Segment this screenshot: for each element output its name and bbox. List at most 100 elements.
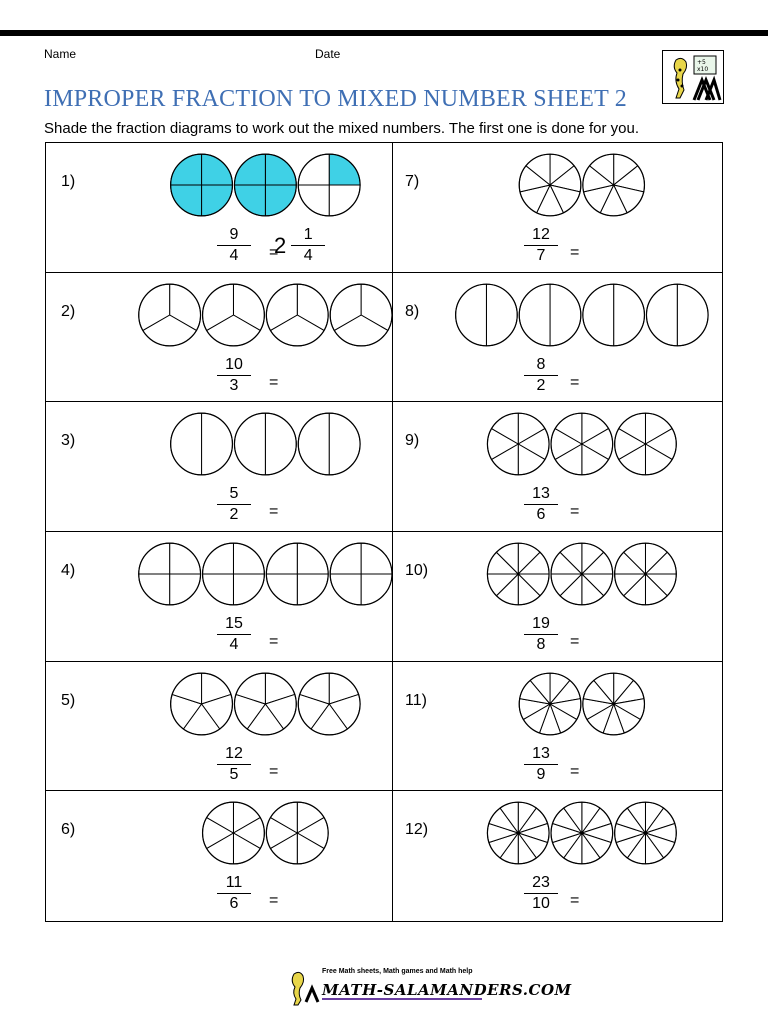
fraction-circle[interactable] [486,542,550,606]
improper-numerator: 13 [532,485,550,503]
fraction-circle[interactable] [455,283,518,347]
fraction-circle[interactable] [582,153,646,217]
fraction-circle[interactable] [486,412,550,476]
fraction-circle[interactable] [233,672,297,736]
circle-slice[interactable] [676,283,709,346]
fraction-circle[interactable] [518,283,582,347]
fraction-circle[interactable] [138,283,202,347]
fraction-circle[interactable] [170,672,234,736]
fraction-circle[interactable] [201,542,265,606]
circle-outline [645,283,709,347]
fraction-circles[interactable] [46,410,392,478]
improper-fraction-bar [524,763,558,765]
circle-outline [614,801,677,865]
circle-slice[interactable] [264,412,297,476]
answer-blank[interactable] [590,618,690,658]
fraction-circles[interactable] [46,670,392,738]
fraction-circle[interactable] [297,672,361,736]
circle-slice[interactable] [613,283,645,346]
fraction-circle[interactable] [170,153,234,217]
circle-slice[interactable] [297,412,330,476]
fraction-circle[interactable] [201,801,265,865]
fraction-circles[interactable] [393,540,722,608]
circle-outline [329,283,392,347]
answer-blank[interactable] [289,488,389,528]
answer-blank[interactable] [289,618,389,658]
circle-outline [518,283,582,347]
fraction-circle[interactable] [582,672,646,736]
fraction-circles[interactable] [393,670,722,738]
answer-blank[interactable] [289,359,389,399]
improper-fraction-bar [524,245,558,246]
circle-slice[interactable] [518,283,551,346]
problem-number: 8) [405,302,420,320]
answer-blank[interactable] [289,877,389,917]
fraction-circle[interactable] [265,801,329,865]
improper-denominator: 10 [532,895,550,913]
fraction-circle[interactable] [265,283,329,347]
equals-sign: = [570,762,580,780]
improper-fraction-bar [524,634,558,635]
answer-whole: 2 [274,232,287,258]
improper-denominator: 4 [229,636,239,653]
circle-slice[interactable] [170,412,203,476]
answer-blank[interactable] [590,229,690,269]
fraction-circle[interactable] [233,153,297,217]
fraction-circle[interactable] [486,801,550,865]
fraction-circle[interactable] [297,412,361,476]
fraction-circle[interactable] [329,283,392,347]
fraction-circle[interactable] [138,542,202,606]
fraction-circle[interactable] [550,542,614,606]
fraction-circle[interactable] [550,412,614,476]
improper-denominator: 6 [536,506,546,524]
improper-numerator: 15 [225,615,243,632]
answer-blank[interactable] [590,748,690,788]
fraction-circles[interactable] [46,281,392,349]
fraction-circle[interactable] [614,801,677,865]
circle-slice[interactable] [646,283,678,346]
problem-number: 4) [61,562,76,579]
circle-outline [486,542,550,606]
fraction-circles[interactable] [46,799,392,867]
fraction-circle[interactable] [297,153,361,217]
fraction-circles[interactable] [46,540,392,608]
fraction-circle[interactable] [614,542,677,606]
fraction-circle[interactable] [550,801,614,865]
fraction-circle[interactable] [518,672,582,736]
circle-slice[interactable] [582,283,615,346]
circle-slice[interactable] [201,412,233,476]
equals-sign: = [269,373,279,391]
footer-site-link[interactable]: MATH-SALAMANDERS.COM [322,981,572,999]
circle-slice[interactable] [549,283,582,346]
fraction-circles[interactable] [393,410,722,478]
fraction-circle[interactable] [265,542,329,606]
circle-slice[interactable] [328,412,361,476]
circle-slice[interactable] [455,283,487,346]
fraction-circles[interactable] [393,151,722,219]
fraction-circle[interactable] [582,283,646,347]
fraction-circle[interactable] [201,283,265,347]
problem-number: 12) [405,821,429,839]
answer-blank[interactable] [590,877,690,917]
circle-slice[interactable] [234,412,266,476]
fraction-circles[interactable] [393,281,722,349]
answer-blank[interactable] [590,488,690,528]
fraction-circle[interactable] [170,412,234,476]
fraction-circle[interactable] [518,153,582,217]
circle-outline [614,542,677,606]
fraction-circle[interactable] [329,542,392,606]
fraction-circle[interactable] [645,283,709,347]
fraction-circle[interactable] [233,412,297,476]
fraction-circles[interactable] [393,799,722,867]
answer-blank[interactable] [590,359,690,399]
answer-blank[interactable] [289,748,389,788]
fraction-circle[interactable] [614,412,677,476]
fraction-circles[interactable] [46,151,392,219]
improper-denominator: 9 [536,765,546,783]
circle-slice[interactable] [485,283,518,346]
